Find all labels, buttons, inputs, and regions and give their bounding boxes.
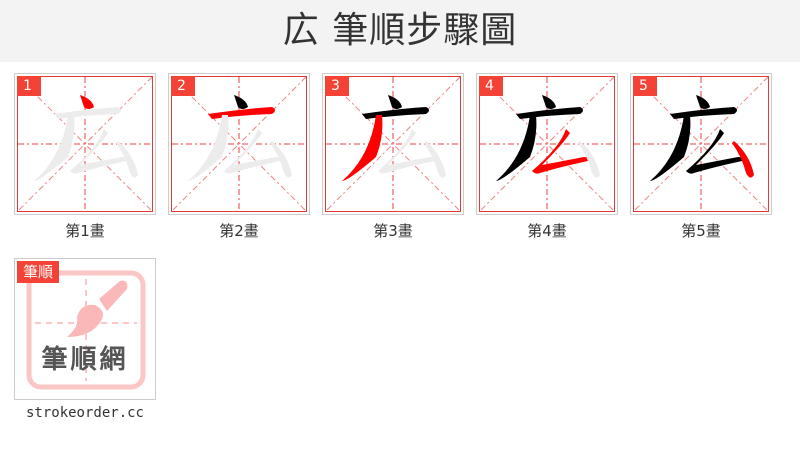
stroke-4 <box>532 129 589 174</box>
stroke-diagram-icon <box>172 77 306 211</box>
stroke-5 <box>732 141 754 178</box>
step-label: 第2畫 <box>219 222 259 240</box>
step-number-badge: 5 <box>633 76 657 96</box>
stroke-5 <box>424 141 446 178</box>
step-card-5[interactable]: 5 <box>630 73 772 215</box>
stroke-5 <box>578 141 600 178</box>
stroke-4 <box>378 129 435 174</box>
step-card-1[interactable]: 1 <box>14 73 156 215</box>
stroke-3 <box>496 115 537 181</box>
step-label: 第1畫 <box>65 222 105 240</box>
logo-text: 筆順網 <box>41 345 129 375</box>
practice-grid <box>633 76 769 212</box>
logo-tag: 筆順 <box>17 261 60 283</box>
brush-logo-icon <box>26 270 146 390</box>
stroke-diagram-icon <box>18 77 152 211</box>
practice-grid <box>325 76 461 212</box>
stroke-5 <box>270 141 292 178</box>
stroke-diagram-icon <box>480 77 614 211</box>
stroke-4 <box>224 129 281 174</box>
logo-card[interactable]: 筆順 筆順網 <box>14 258 156 400</box>
page-title: 広 筆順步驟圖 <box>282 10 518 51</box>
stroke-4 <box>70 129 127 174</box>
step-card-2[interactable]: 2 <box>168 73 310 215</box>
step-label: 第3畫 <box>373 222 413 240</box>
site-url[interactable]: strokeorder.cc <box>25 405 144 421</box>
step-number-badge: 4 <box>479 76 503 96</box>
stroke-1 <box>234 95 248 109</box>
stroke-3 <box>342 115 383 181</box>
step-label: 第4畫 <box>527 222 567 240</box>
step-card-3[interactable]: 3 <box>322 73 464 215</box>
header-bar <box>0 0 800 62</box>
stroke-5 <box>116 141 138 178</box>
practice-grid <box>171 76 307 212</box>
stroke-1 <box>542 95 556 109</box>
stroke-diagram-icon <box>326 77 460 211</box>
stroke-1 <box>696 95 710 109</box>
stroke-1 <box>80 95 94 109</box>
practice-grid <box>479 76 615 212</box>
step-card-4[interactable]: 4 <box>476 73 618 215</box>
step-label: 第5畫 <box>681 222 721 240</box>
step-number-badge: 1 <box>17 76 41 96</box>
stroke-diagram-icon <box>634 77 768 211</box>
practice-grid <box>17 76 153 212</box>
step-number-badge: 2 <box>171 76 195 96</box>
stroke-1 <box>388 95 402 109</box>
stroke-4 <box>686 129 743 174</box>
stroke-3 <box>650 115 691 181</box>
stroke-3 <box>34 115 75 181</box>
step-number-badge: 3 <box>325 76 349 96</box>
stroke-3 <box>188 115 229 181</box>
